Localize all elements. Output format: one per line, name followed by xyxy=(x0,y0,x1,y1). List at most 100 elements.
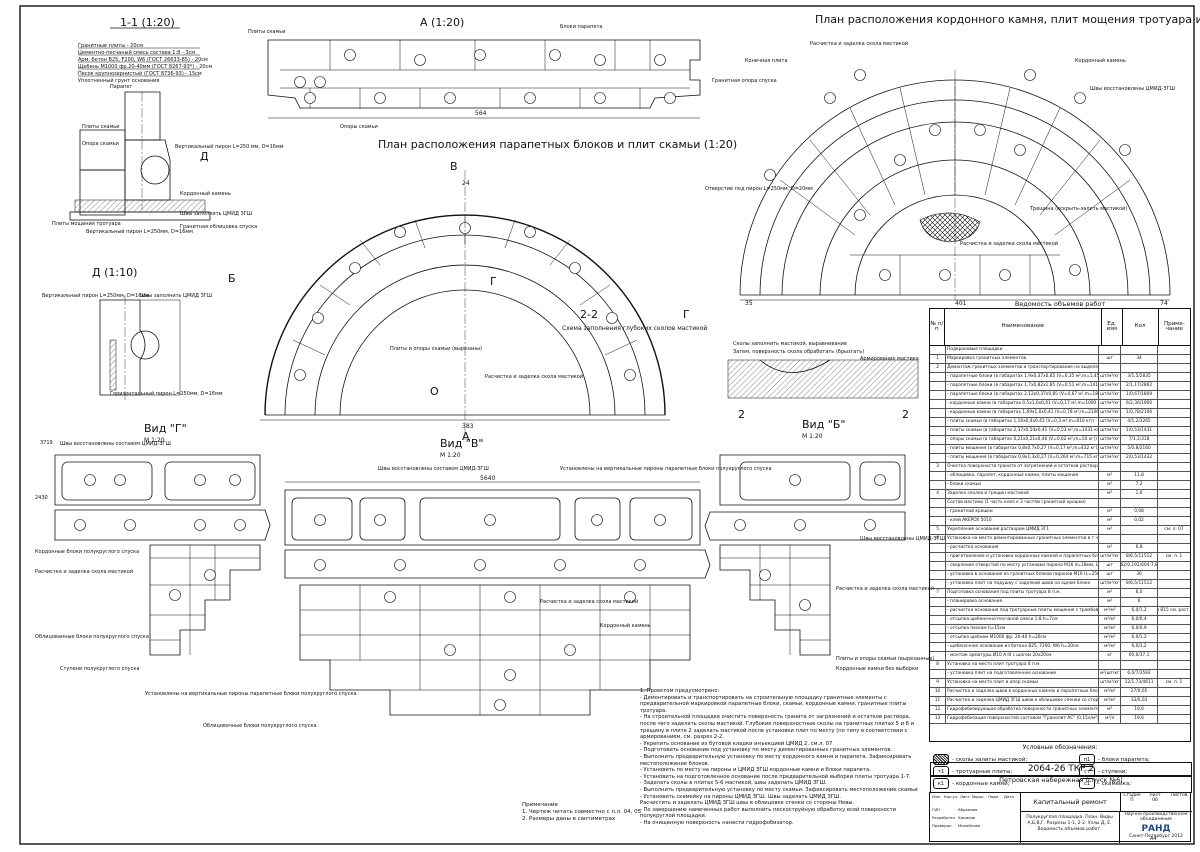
cordon-stone-label: Кордонный камень xyxy=(180,190,231,197)
volume-table-header: № п/п Наименование Ед. изм Кол Приме-чан… xyxy=(930,309,1190,346)
table-row: - парапетные блоки (в габаритах 1,7х0,82… xyxy=(930,382,1190,391)
table-cell: м² xyxy=(1099,589,1122,597)
note-line: - Выполнить предварительную установку по… xyxy=(640,753,912,760)
parapet-label: Парапет xyxy=(110,84,132,90)
note-line: - Выполнить предварительную установку по… xyxy=(640,786,918,793)
layer-text: Цементно-песчаный смесь состава 1:8 - 3с… xyxy=(78,49,195,56)
table-cell: 5/0,8/2160 xyxy=(1121,445,1158,453)
table-cell: м² xyxy=(1099,481,1122,489)
table-cell xyxy=(1158,706,1190,714)
table-row: - щебеночное основание из бетона В25, F2… xyxy=(930,643,1190,652)
table-cell: - плиты скамьи (в габаритах 2,37х0,54х0,… xyxy=(946,427,1100,435)
notes: 1. Проектом предусмотрено: - Демонтирова… xyxy=(640,688,925,826)
table-cell xyxy=(1158,418,1190,426)
table-cell: м²/м³ xyxy=(1099,607,1122,615)
parapet-marker-icon: п1 xyxy=(1079,754,1095,765)
plan-cordon-title: План расположения кордонного камня, плит… xyxy=(815,13,1200,26)
detail-horiz-pin: Горизонтальный пирон L=250мм, D=16мм xyxy=(110,390,223,397)
section-2-2: 2-2 Схема заполнения глубоких сколов мас… xyxy=(562,308,919,421)
restored-seams-label: Швы восстановлены ЦМИД-ЗГШ xyxy=(1090,86,1175,92)
view-b-scale: М 1:20 xyxy=(802,433,823,440)
cordon-block-label: Кордонный камень xyxy=(1075,57,1126,64)
table-cell: Установка на место плит и опор скамьи xyxy=(946,679,1100,687)
table-cell: 9 xyxy=(930,679,947,687)
table-cell: шт/м³/кг xyxy=(1099,580,1122,588)
table-cell: шт/м³/кг xyxy=(1099,427,1122,435)
table-cell xyxy=(1158,535,1190,543)
table-cell: 6,0 xyxy=(1121,589,1158,597)
table-row: - кордонные камни (в габаритах 0,5х1,0х0… xyxy=(930,400,1190,409)
table-cell xyxy=(930,544,947,552)
svg-text:Армирование мастика: Армирование мастика xyxy=(860,356,919,362)
table-cell: - кордонные камни (в габаритах 0,5х1,0х0… xyxy=(946,400,1100,408)
bench-supports-plan-label: Плиты и опоры скамьи (вырезаны) xyxy=(390,346,482,352)
view-v-chips: Расчистка и заделка скола мастикой xyxy=(540,598,638,605)
table-cell: м² xyxy=(1099,490,1122,498)
table-cell: шт/м³/кг xyxy=(1099,445,1122,453)
table-cell: 60,0/37,1 xyxy=(1121,652,1158,660)
table-cell xyxy=(930,427,947,435)
table-row: - парапетные блоки (в габаритах 2,12х0,3… xyxy=(930,391,1190,400)
table-cell: 11,8 xyxy=(1121,472,1158,480)
corner-slab-label: Конечная плита xyxy=(745,58,788,64)
table-cell xyxy=(930,517,947,525)
table-cell xyxy=(1158,463,1190,471)
table-cell: Очистка поверхности гранита от загрязнен… xyxy=(946,463,1100,471)
table-cell: м²/м³ xyxy=(1099,643,1122,651)
chips-label: Расчистка и заделка скола мастикой xyxy=(810,40,908,47)
table-cell: Гидрофобизация поверхностей составом "Гр… xyxy=(946,715,1100,723)
note-line: - Подготовить основание под установку по… xyxy=(640,747,893,754)
table-cell xyxy=(1158,454,1190,462)
table-row: - монтаж арматуры Ø10 А III с шагом 20х2… xyxy=(930,652,1190,661)
bench-supports-label: Опоры скамьи xyxy=(340,124,378,130)
table-cell: см. л. 1 xyxy=(1165,679,1183,685)
table-row: Состав мастики (1 часть клея к 3 частям … xyxy=(930,499,1190,508)
detail-d-title: Д (1:10) xyxy=(92,266,137,279)
vert-pin-label: Вертикальный пирон L=250 мм, D=16мм xyxy=(175,143,284,150)
svg-text:Г: Г xyxy=(683,308,690,321)
view-g-scale: М 1:20 xyxy=(144,437,165,444)
table-cell xyxy=(1158,427,1190,435)
table-cell: - расчистка основания под тротуарные пли… xyxy=(946,607,1100,615)
table-cell: 12 xyxy=(930,706,947,714)
table-cell: 6,0/0,4 xyxy=(1121,616,1158,624)
view-b-chips: Расчистка и заделка скола мастикой xyxy=(836,585,934,592)
table-cell: шт xyxy=(1099,355,1122,363)
svg-text:В: В xyxy=(450,160,458,173)
view-g-chips: Расчистка и заделка скола мастикой xyxy=(35,568,133,575)
granite-facing-label: Гранитная облицовка спуска xyxy=(180,224,257,230)
crack-mesh xyxy=(919,212,981,243)
table-cell: м²/шт/кг xyxy=(1099,670,1122,678)
view-g-stairs: Ступени полукруглого спуска xyxy=(60,666,139,672)
chip-mask-icon xyxy=(933,754,949,765)
table-row: - кордонные камни (в габаритах 1,69х1,0х… xyxy=(930,409,1190,418)
view-g-title: Вид "Г" xyxy=(144,422,187,435)
table-cell: шт/м³/кг xyxy=(1099,553,1122,561)
table-cell xyxy=(930,472,947,480)
table-cell xyxy=(1099,364,1122,372)
table-cell: - отсыпка щебеночно-песчаной смеси 1:8 h… xyxy=(946,616,1100,624)
table-cell xyxy=(1158,409,1190,417)
remarks: Примечание 1. Чертеж читать совместно с … xyxy=(522,802,641,823)
table-cell: 8/6,5/11512 xyxy=(1121,553,1158,561)
table-cell: м²/м³ xyxy=(1099,616,1122,624)
table-cell: 6 xyxy=(1121,598,1158,606)
table-cell: м²/л xyxy=(1099,715,1122,723)
table-cell: шт/м³/кг xyxy=(1099,418,1122,426)
table-cell: Расчистка и заделка швов в кордонных кам… xyxy=(946,688,1100,696)
table-cell: 27/0,05 xyxy=(1121,688,1158,696)
table-cell xyxy=(1158,688,1190,696)
table-cell xyxy=(1158,589,1190,597)
table-cell: - плиты мощения (в габаритах 0,8х0,7х0,2… xyxy=(946,445,1100,453)
table-cell xyxy=(1158,481,1190,489)
table-row: - приготовление и установка кордонных ка… xyxy=(930,553,1190,562)
table-cell: 62/0,192/604-7,8 xyxy=(1121,562,1158,570)
table-cell: - клей AKEPOX 5010 xyxy=(946,517,1100,525)
table-cell: 5 xyxy=(930,526,947,534)
table-cell: 1/0,67/1809 xyxy=(1121,391,1158,399)
